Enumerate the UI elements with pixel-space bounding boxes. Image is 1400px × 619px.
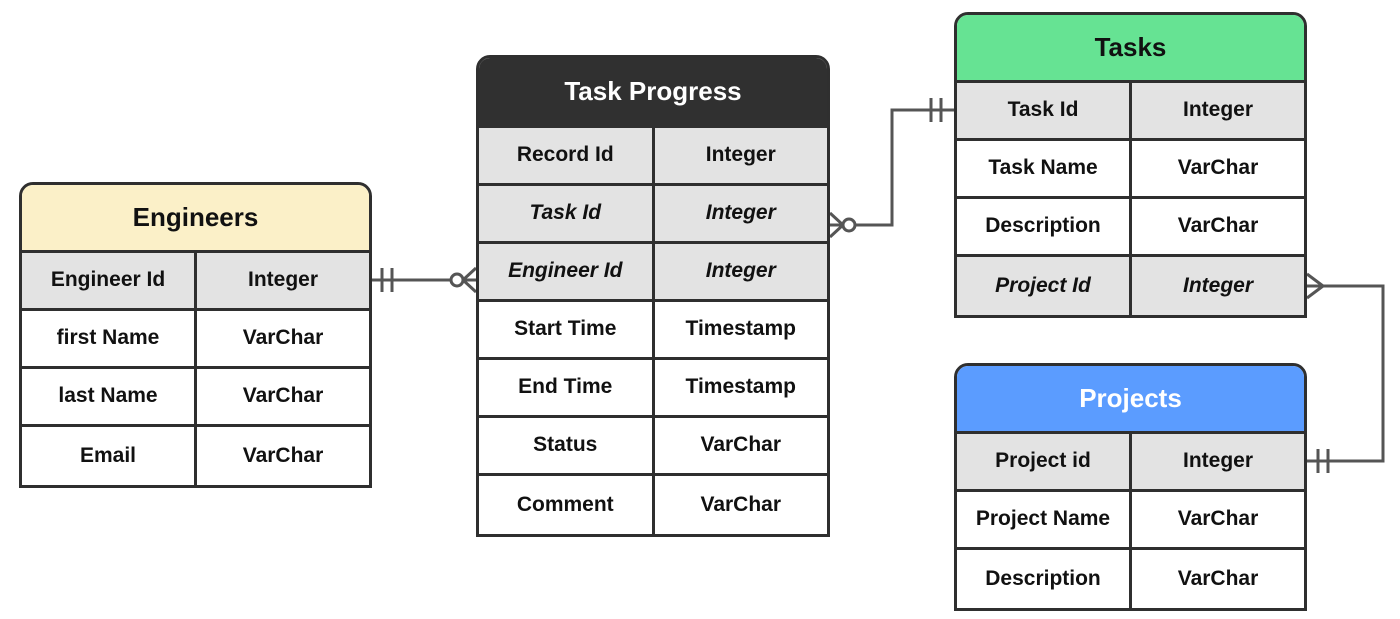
entity-title: Projects: [957, 366, 1304, 434]
entity-row: Record Id Integer: [479, 128, 827, 186]
entity-row: first Name VarChar: [22, 311, 369, 369]
attribute-type: VarChar: [1177, 156, 1259, 180]
entity-row: Task Id Integer: [957, 83, 1304, 141]
attribute-type: VarChar: [242, 326, 324, 350]
relationship-tasks-task-progress: [828, 98, 954, 239]
attribute-type: VarChar: [1177, 566, 1259, 590]
attribute-type: VarChar: [700, 433, 782, 457]
attribute-type: Integer: [705, 143, 776, 167]
entity-row: Engineer Id Integer: [479, 244, 827, 302]
attribute-type: Integer: [247, 268, 318, 292]
attribute-name: Engineer Id: [22, 253, 197, 308]
entity-row: Project id Integer: [957, 434, 1304, 492]
attribute-name: Task Id: [957, 83, 1132, 138]
attribute-type: Integer: [1182, 98, 1253, 122]
entity-row: End Time Timestamp: [479, 360, 827, 418]
attribute-name: Project id: [957, 434, 1132, 489]
entity-row: Start Time Timestamp: [479, 302, 827, 360]
attribute-name: Task Id: [479, 186, 655, 241]
attribute-type: Integer: [1182, 273, 1253, 297]
entity-row: Comment VarChar: [479, 476, 827, 534]
attribute-type: Integer: [705, 259, 776, 283]
attribute-type: VarChar: [1177, 507, 1259, 531]
attribute-type: Integer: [1182, 449, 1253, 473]
relationship-engineers-task-progress: [372, 266, 478, 294]
attribute-name: Comment: [479, 476, 655, 534]
attribute-name: Email: [22, 427, 197, 485]
attribute-name: Project Id: [957, 257, 1132, 315]
attribute-type: VarChar: [242, 384, 324, 408]
entity-row: Task Name VarChar: [957, 141, 1304, 199]
entity-row: Project Id Integer: [957, 257, 1304, 315]
entity-title: Task Progress: [479, 58, 827, 128]
attribute-type: Timestamp: [685, 317, 797, 341]
attribute-name: Record Id: [479, 128, 655, 183]
attribute-type: VarChar: [700, 492, 782, 516]
attribute-name: Status: [479, 418, 655, 473]
attribute-name: first Name: [22, 311, 197, 366]
entity-row: last Name VarChar: [22, 369, 369, 427]
attribute-type: VarChar: [242, 443, 324, 467]
entity-engineers: Engineers Engineer Id Integer first Name…: [19, 182, 372, 488]
attribute-name: Project Name: [957, 492, 1132, 547]
entity-title: Engineers: [22, 185, 369, 253]
entity-row: Task Id Integer: [479, 186, 827, 244]
entity-row: Engineer Id Integer: [22, 253, 369, 311]
attribute-name: Task Name: [957, 141, 1132, 196]
attribute-name: Description: [957, 199, 1132, 254]
attribute-name: End Time: [479, 360, 655, 415]
entity-row: Email VarChar: [22, 427, 369, 485]
entity-row: Description VarChar: [957, 550, 1304, 608]
entity-projects: Projects Project id Integer Project Name…: [954, 363, 1307, 611]
attribute-name: Engineer Id: [479, 244, 655, 299]
attribute-name: last Name: [22, 369, 197, 424]
entity-task-progress: Task Progress Record Id Integer Task Id …: [476, 55, 830, 537]
relationship-projects-tasks: [1306, 272, 1385, 473]
entity-row: Status VarChar: [479, 418, 827, 476]
entity-tasks: Tasks Task Id Integer Task Name VarChar …: [954, 12, 1307, 318]
attribute-type: VarChar: [1177, 214, 1259, 238]
entity-row: Project Name VarChar: [957, 492, 1304, 550]
attribute-type: Timestamp: [685, 375, 797, 399]
attribute-name: Description: [957, 550, 1132, 608]
attribute-type: Integer: [705, 201, 776, 225]
attribute-name: Start Time: [479, 302, 655, 357]
entity-row: Description VarChar: [957, 199, 1304, 257]
entity-title: Tasks: [957, 15, 1304, 83]
